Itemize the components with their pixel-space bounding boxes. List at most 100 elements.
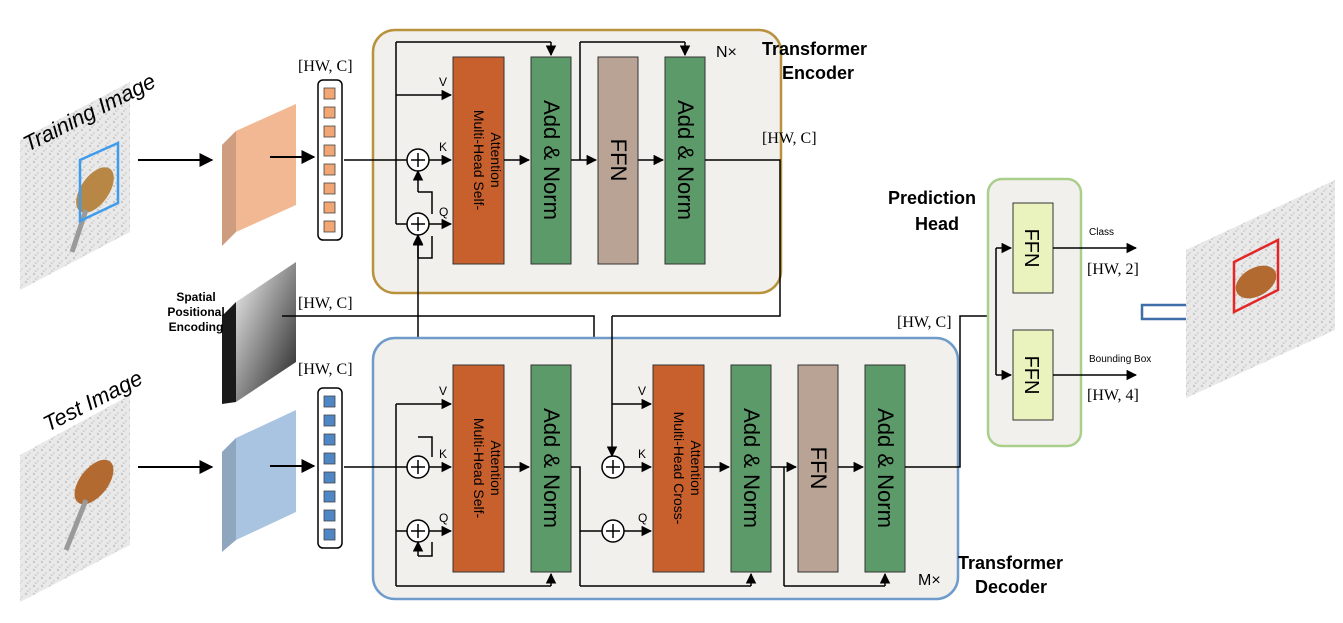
training-feature-map bbox=[222, 104, 296, 246]
decoder-repeat: M× bbox=[918, 572, 941, 589]
encoder-add-norm-2 bbox=[664, 56, 706, 265]
training-feature-front bbox=[236, 104, 296, 232]
decoder-add-norm-1 bbox=[530, 364, 572, 573]
train-token bbox=[323, 182, 336, 195]
train-tokens bbox=[323, 87, 336, 233]
decoder-add-norm-2 bbox=[730, 364, 772, 573]
decoder-cross-q-label: Q bbox=[638, 511, 647, 525]
decoder-add-norm-2-label: Add & Norm bbox=[739, 408, 764, 528]
prediction-head-title-line1: Prediction bbox=[888, 188, 976, 208]
decoder-plus-k-icon bbox=[411, 460, 425, 474]
encoder-repeat: N× bbox=[716, 44, 737, 61]
bbox-output-shape: [HW, 4] bbox=[1087, 387, 1139, 404]
test-token bbox=[323, 509, 336, 522]
decoder-cross-attention-block bbox=[652, 364, 705, 573]
train-token bbox=[323, 201, 336, 214]
decoder-wiring bbox=[344, 315, 996, 587]
encoder-self-attention-block bbox=[452, 56, 505, 265]
pos-encoding-label-line2: Positional bbox=[167, 305, 224, 319]
predicted-box bbox=[1232, 237, 1280, 315]
train-token bbox=[323, 163, 336, 176]
decoder-title-line1: Transformer bbox=[958, 553, 1063, 573]
encoder-plus-q-icon bbox=[411, 217, 425, 231]
decoder-mhsa-line2: Attention bbox=[488, 440, 504, 495]
training-image-plane bbox=[20, 82, 130, 290]
encoder-k-label: K bbox=[439, 140, 447, 154]
training-target-box bbox=[78, 141, 120, 223]
test-token bbox=[323, 528, 336, 541]
decoder-mhca-line1: Multi-Head Cross- bbox=[671, 412, 687, 525]
prediction-head-wiring bbox=[995, 242, 1138, 381]
test-token bbox=[323, 471, 336, 484]
pos-encoding-side bbox=[222, 302, 236, 404]
test-butterfly bbox=[74, 459, 114, 505]
encoder-add-norm-1-label: Add & Norm bbox=[539, 100, 564, 220]
pos-encoding-front bbox=[236, 262, 296, 402]
encoder-add-norm-1 bbox=[530, 56, 572, 265]
decoder-cross-v-label: V bbox=[638, 384, 646, 398]
pos-token-shape: [HW, C] bbox=[298, 295, 353, 312]
predicted-butterfly bbox=[1235, 265, 1277, 299]
pos-encoding-label-line3: Encoding bbox=[169, 320, 224, 334]
training-butterfly-shadow bbox=[69, 209, 89, 253]
decoder-ffn-block bbox=[797, 364, 839, 573]
decoder-add-norm-3 bbox=[864, 364, 906, 573]
prediction-image bbox=[1186, 180, 1335, 398]
train-token bbox=[323, 125, 336, 138]
class-output-shape: [HW, 2] bbox=[1087, 261, 1139, 278]
decoder-title-line2: Decoder bbox=[975, 577, 1047, 597]
test-image-plane bbox=[20, 395, 130, 602]
decoder-cross-plus-q-icon bbox=[606, 524, 620, 538]
decoder-cross-plus-k-icon bbox=[606, 460, 620, 474]
encoder-title-line2: Encoder bbox=[782, 63, 854, 83]
positional-encoding-map bbox=[222, 262, 296, 404]
test-image: Test Image bbox=[20, 365, 147, 602]
class-ffn-block bbox=[1012, 202, 1054, 294]
encoder-mhsa-line2: Attention bbox=[488, 132, 504, 187]
decoder-add-norm-1-label: Add & Norm bbox=[539, 408, 564, 528]
training-image: Training Image bbox=[19, 68, 160, 290]
decoder-mhsa-line1: Multi-Head Self- bbox=[471, 418, 487, 519]
training-feature-side bbox=[222, 131, 236, 246]
train-token-shape: [HW, C] bbox=[298, 58, 353, 75]
train-token bbox=[323, 87, 336, 100]
train-token bbox=[323, 220, 336, 233]
train-token bbox=[323, 144, 336, 157]
test-token bbox=[323, 452, 336, 465]
train-token-column bbox=[317, 79, 343, 241]
decoder-v-label: V bbox=[439, 384, 447, 398]
decoder-output-shape: [HW, C] bbox=[897, 314, 952, 331]
bbox-output-label: Bounding Box bbox=[1089, 354, 1151, 365]
encoder-q-label: Q bbox=[439, 205, 448, 219]
bbox-ffn-block bbox=[1012, 329, 1054, 421]
decoder-mhca-line2: Attention bbox=[688, 440, 704, 495]
decoder-ffn-label: FFN bbox=[806, 447, 831, 490]
decoder-plus-q-icon bbox=[411, 524, 425, 538]
pos-encoding-label-line1: Spatial bbox=[176, 290, 215, 304]
test-token bbox=[323, 490, 336, 503]
test-token-column bbox=[317, 387, 343, 549]
test-feature-side bbox=[222, 438, 236, 552]
test-token bbox=[323, 414, 336, 427]
test-token bbox=[323, 395, 336, 408]
decoder-q-label: Q bbox=[439, 511, 448, 525]
decoder-cross-k-label: K bbox=[638, 447, 646, 461]
train-token bbox=[323, 106, 336, 119]
encoder-title-line1: Transformer bbox=[762, 39, 867, 59]
training-butterfly bbox=[76, 167, 114, 213]
test-token-shape: [HW, C] bbox=[298, 361, 353, 378]
encoder-ffn-label: FFN bbox=[606, 139, 631, 182]
test-feature-front bbox=[236, 410, 296, 540]
encoder-v-label: V bbox=[439, 75, 447, 89]
encoder-mhsa-line1: Multi-Head Self- bbox=[471, 110, 487, 211]
bbox-ffn-label: FFN bbox=[1020, 356, 1042, 395]
prediction-head-title-line2: Head bbox=[915, 214, 959, 234]
encoder-plus-k-icon bbox=[411, 153, 425, 167]
decoder-self-attention-block bbox=[452, 364, 505, 573]
encoder-add-norm-2-label: Add & Norm bbox=[673, 100, 698, 220]
decoder-add-norm-3-label: Add & Norm bbox=[873, 408, 898, 528]
decoder-k-label: K bbox=[439, 447, 447, 461]
test-tokens bbox=[323, 395, 336, 541]
test-butterfly-shadow bbox=[63, 499, 89, 551]
